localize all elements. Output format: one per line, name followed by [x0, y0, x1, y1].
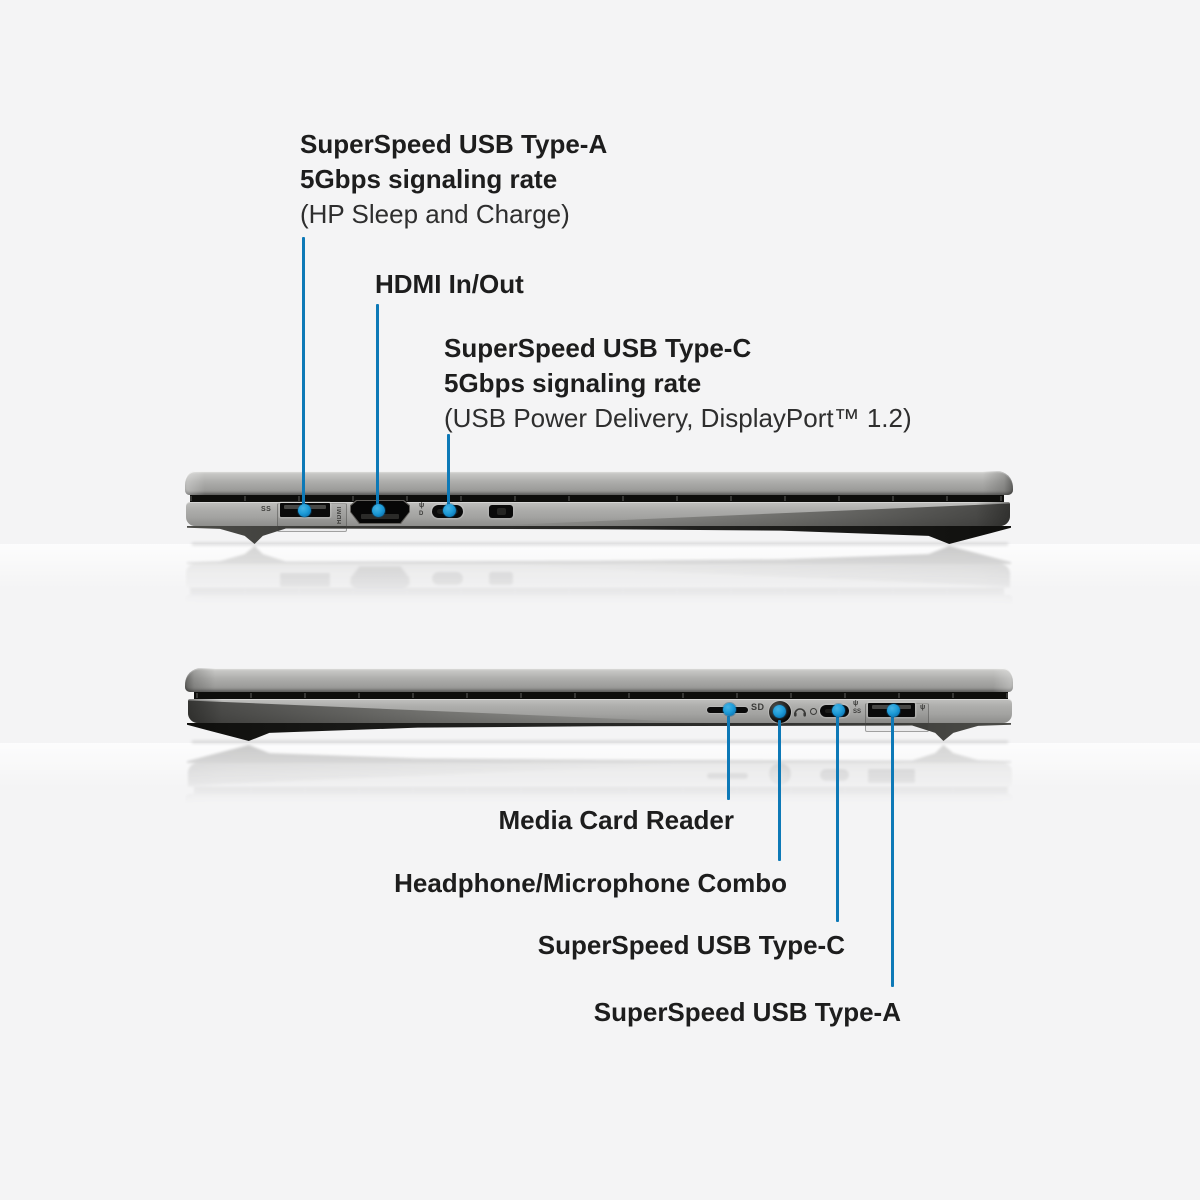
port-dot-hdmi — [372, 504, 385, 517]
laptop-shell — [185, 471, 1013, 544]
superspeed-trident-icon: ψ — [419, 502, 425, 509]
laptop-lid-edge — [185, 471, 1013, 495]
port-dot-sd — [723, 703, 736, 716]
port-dot-usb-c — [832, 704, 845, 717]
port-dot-usb-c — [443, 504, 456, 517]
callout-line-usb-c — [836, 716, 839, 922]
lock-slot-inner — [497, 508, 506, 515]
hdmi-etch-label: HDMI — [337, 506, 343, 524]
headset-icon — [794, 708, 806, 717]
callout-usb-c-text: SuperSpeed USB Type-C — [537, 930, 845, 960]
callout-hdmi-line1: HDMI In/Out — [375, 269, 524, 299]
sd-label: SD — [751, 702, 765, 712]
callout-headphone-text: Headphone/Microphone Combo — [394, 868, 787, 898]
displayport-icon: D — [419, 511, 424, 517]
ground-shadow — [192, 543, 1008, 545]
port-dot-usb-a — [887, 704, 900, 717]
reflection — [185, 744, 1013, 818]
port-dot-usb-a — [298, 504, 311, 517]
callout-usb-c-line1: SuperSpeed USB Type-C — [444, 333, 752, 363]
ground-shadow — [192, 741, 1008, 743]
callout-usb-c-line2: 5Gbps signaling rate — [444, 368, 702, 398]
lid-body-gap — [190, 495, 1004, 502]
callout-line-headphone — [778, 720, 781, 861]
superspeed-usb-icon: SS — [261, 506, 272, 513]
callout-usb-c-label: SuperSpeed USB Type-C 5Gbps signaling ra… — [444, 331, 912, 436]
mic-indicator-icon — [810, 708, 817, 715]
laptop-left-side-view: SS HDMI ψ D — [185, 471, 1013, 544]
callout-line-usb-c — [447, 434, 450, 506]
callout-line-usb-a — [891, 716, 894, 987]
port-dot-headphone — [773, 705, 786, 718]
callout-line-card-reader — [727, 716, 730, 800]
callout-usb-a-label: SuperSpeed USB Type-A — [594, 995, 901, 1030]
callout-line-usb-a — [302, 237, 305, 505]
callout-usb-a-text: SuperSpeed USB Type-A — [593, 997, 901, 1027]
callout-headphone-label: Headphone/Microphone Combo — [394, 866, 787, 901]
callout-usb-c-label: SuperSpeed USB Type-C — [538, 928, 845, 963]
callout-usb-a-label: SuperSpeed USB Type-A 5Gbps signaling ra… — [300, 127, 607, 232]
callout-usb-c-note: (USB Power Delivery, DisplayPort™ 1.2) — [444, 403, 912, 433]
callout-hdmi-label: HDMI In/Out — [375, 267, 524, 302]
reflection — [185, 545, 1013, 619]
superspeed-usb-icon: ψ — [920, 704, 926, 711]
callout-usb-a-line2: 5Gbps signaling rate — [300, 164, 558, 194]
superspeed-usb-icon: SS — [853, 709, 862, 715]
callout-line-hdmi — [376, 304, 379, 505]
security-lock-slot — [489, 505, 513, 518]
callout-usb-a-line1: SuperSpeed USB Type-A — [300, 129, 608, 159]
callout-usb-a-note: (HP Sleep and Charge) — [300, 199, 570, 229]
superspeed-trident-icon: ψ — [853, 700, 859, 707]
